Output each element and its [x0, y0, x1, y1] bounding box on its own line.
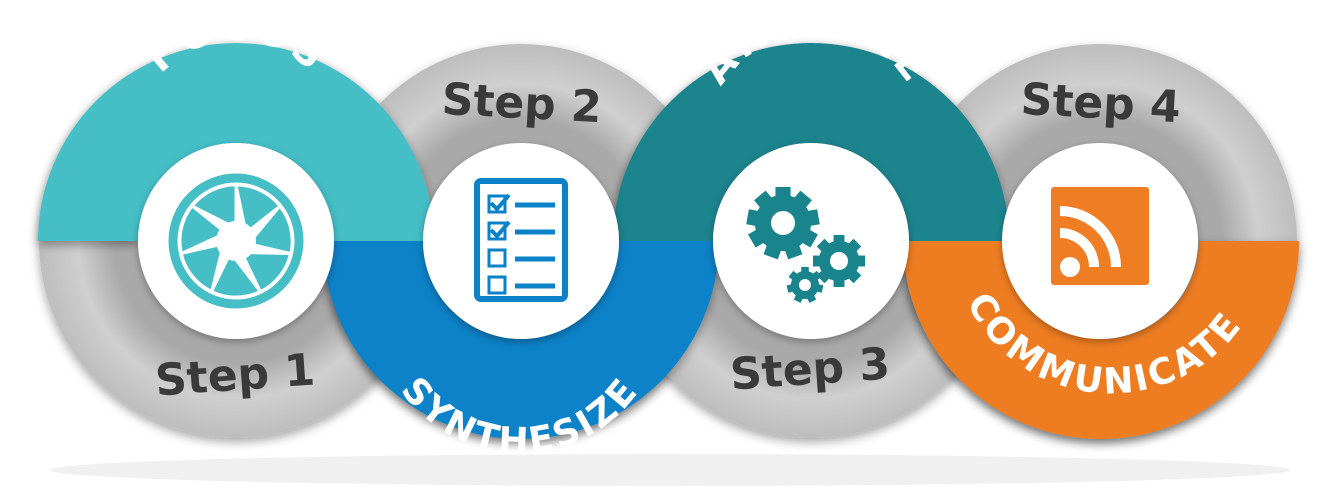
- step-2-label: Step 2: [441, 74, 603, 133]
- rss-feed-icon: [1051, 187, 1149, 285]
- communicate-arc: [903, 241, 1299, 439]
- checkbox: [487, 194, 507, 214]
- gear: [746, 187, 820, 260]
- gear: [786, 267, 824, 303]
- aperture-icon: [168, 173, 304, 309]
- step-3-label: Step 3: [728, 339, 891, 401]
- check-mark: [489, 220, 511, 239]
- analyze-arc: [613, 43, 1009, 241]
- ground-shadow: [50, 454, 1290, 486]
- gears-icon: [746, 187, 865, 303]
- aperture-blade: [189, 183, 238, 231]
- checkbox: [487, 275, 507, 295]
- checkbox: [487, 221, 507, 241]
- checkbox: [487, 248, 507, 268]
- check-mark: [489, 193, 511, 212]
- synthesize-arc: [323, 241, 719, 439]
- checklist-icon: [474, 178, 568, 302]
- step-4-label: Step 4: [1020, 74, 1182, 133]
- step-1-label: Step 1: [153, 345, 316, 407]
- focus-arc: [38, 43, 434, 241]
- gear: [813, 235, 865, 287]
